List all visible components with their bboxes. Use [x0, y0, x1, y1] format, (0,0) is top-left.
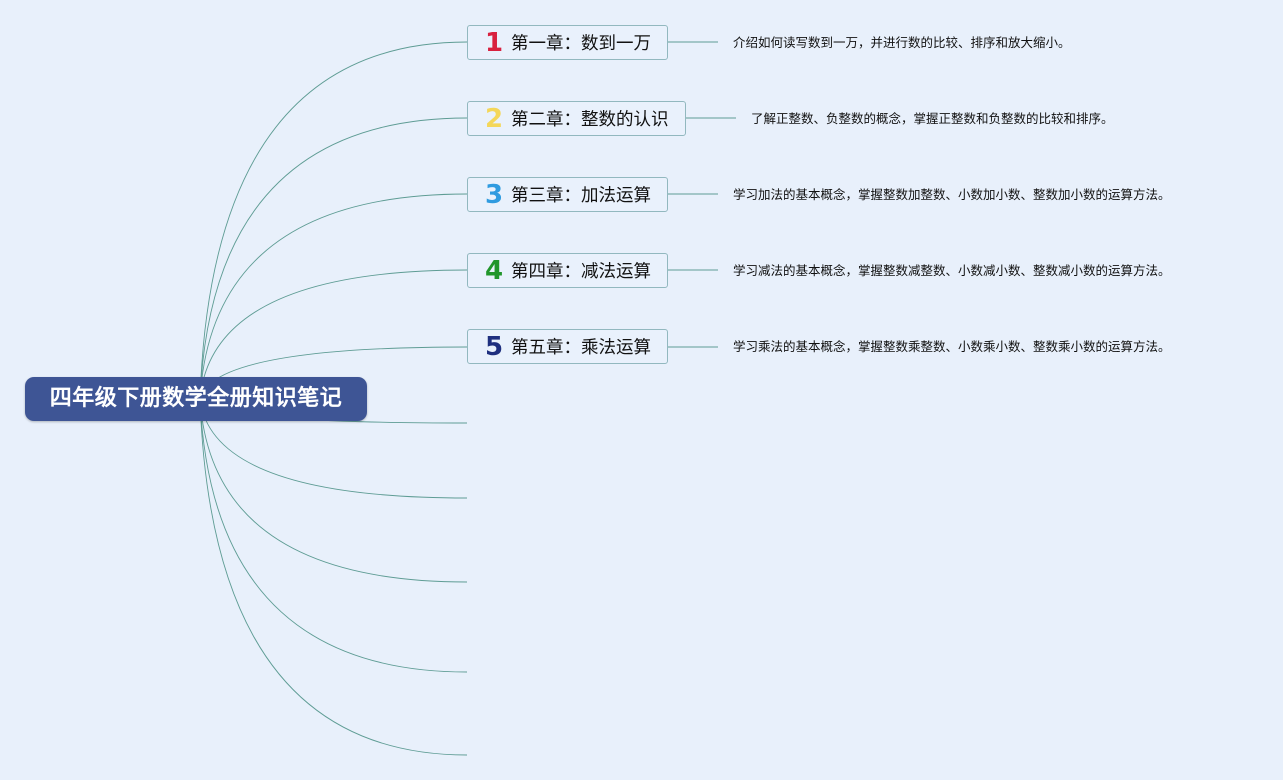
empty-branch-line-9	[199, 398, 468, 673]
chapter-5-topic[interactable]: 5 第五章：乘法运算	[467, 329, 668, 364]
chapter-1-description[interactable]: 介绍如何读写数到一万，并进行数的比较、排序和放大缩小。	[733, 35, 1071, 50]
branch-line-4	[199, 269, 468, 400]
branch-line-3	[199, 193, 468, 400]
empty-branch-line-10	[199, 398, 468, 756]
number-3-icon: 3	[484, 179, 504, 210]
empty-branch-line-8	[199, 398, 468, 583]
chapter-3-topic[interactable]: 3 第三章：加法运算	[467, 177, 668, 212]
number-4-icon: 4	[484, 255, 504, 286]
chapter-5-description[interactable]: 学习乘法的基本概念，掌握整数乘整数、小数乘小数、整数乘小数的运算方法。	[733, 339, 1171, 354]
chapter-4-description[interactable]: 学习减法的基本概念，掌握整数减整数、小数减小数、整数减小数的运算方法。	[733, 263, 1171, 278]
chapter-1-topic[interactable]: 1 第一章：数到一万	[467, 25, 668, 60]
root-topic[interactable]: 四年级下册数学全册知识笔记	[25, 377, 367, 421]
chapter-4-title: 第四章：减法运算	[511, 262, 651, 282]
chapter-3-title: 第三章：加法运算	[511, 186, 651, 206]
chapter-3-description[interactable]: 学习加法的基本概念，掌握整数加整数、小数加小数、整数加小数的运算方法。	[733, 187, 1171, 202]
chapter-2-topic[interactable]: 2 第二章：整数的认识	[467, 101, 686, 136]
number-5-icon: 5	[484, 331, 504, 362]
chapter-2-title: 第二章：整数的认识	[511, 110, 669, 130]
chapter-1-title: 第一章：数到一万	[511, 34, 651, 54]
number-1-icon: 1	[484, 27, 504, 58]
chapter-4-topic[interactable]: 4 第四章：减法运算	[467, 253, 668, 288]
branch-line-1	[199, 41, 468, 400]
empty-branch-line-7	[199, 398, 468, 499]
chapter-2-description[interactable]: 了解正整数、负整数的概念，掌握正整数和负整数的比较和排序。	[751, 111, 1114, 126]
chapter-5-title: 第五章：乘法运算	[511, 338, 651, 358]
number-2-icon: 2	[484, 103, 504, 134]
branch-line-2	[199, 117, 468, 400]
